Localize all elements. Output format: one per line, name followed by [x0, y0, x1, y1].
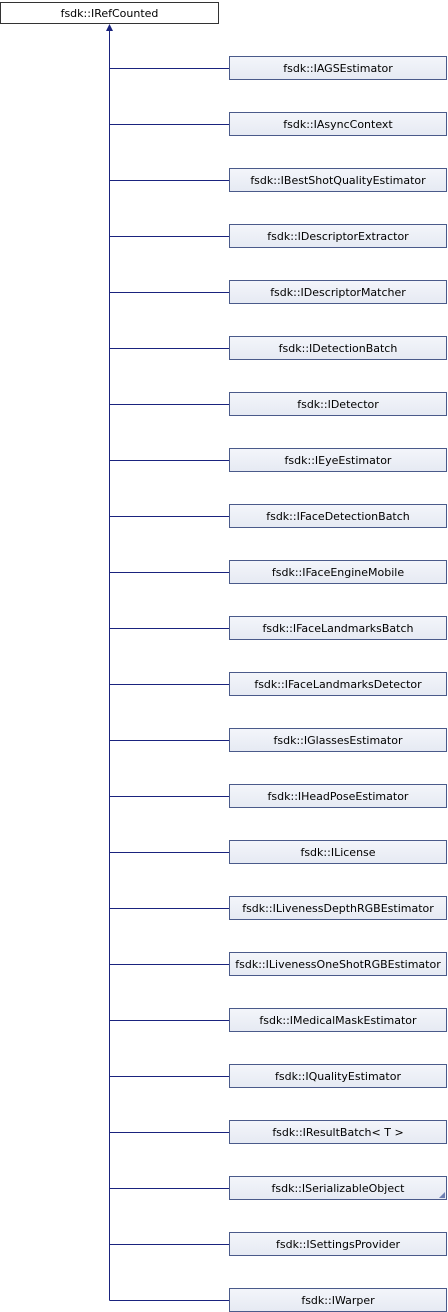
derived-class-label: fsdk::IFaceLandmarksDetector — [254, 677, 422, 691]
derived-class-node[interactable]: fsdk::ISettingsProvider — [229, 1232, 447, 1256]
derived-class-node[interactable]: fsdk::IEyeEstimator — [229, 448, 447, 472]
derived-class-label: fsdk::IAsyncContext — [283, 117, 393, 131]
derived-class-node[interactable]: fsdk::IDetectionBatch — [229, 336, 447, 360]
derived-class-label: fsdk::IDescriptorMatcher — [270, 285, 406, 299]
derived-class-node[interactable]: fsdk::ILivenessOneShotRGBEstimator — [229, 952, 447, 976]
derived-class-label: fsdk::ISettingsProvider — [275, 1237, 401, 1251]
derived-class-label: fsdk::IDetector — [297, 397, 379, 411]
more-derived-indicator-icon — [439, 1192, 445, 1198]
derived-class-label: fsdk::IFaceDetectionBatch — [266, 509, 410, 523]
derived-class-node[interactable]: fsdk::ISerializableObject — [229, 1176, 447, 1200]
derived-class-node[interactable]: fsdk::IDetector — [229, 392, 447, 416]
derived-class-label: fsdk::ILivenessOneShotRGBEstimator — [235, 957, 441, 971]
derived-class-node[interactable]: fsdk::IGlassesEstimator — [229, 728, 447, 752]
inheritance-edges — [109, 30, 229, 1301]
derived-class-node[interactable]: fsdk::IResultBatch< T > — [229, 1120, 447, 1144]
derived-class-label: fsdk::IFaceLandmarksBatch — [262, 621, 414, 635]
derived-class-node[interactable]: fsdk::IDescriptorMatcher — [229, 280, 447, 304]
derived-class-label: fsdk::ISerializableObject — [271, 1181, 405, 1195]
derived-class-node[interactable]: fsdk::IBestShotQualityEstimator — [229, 168, 447, 192]
derived-class-label: fsdk::IAGSEstimator — [283, 61, 393, 75]
derived-class-label: fsdk::ILicense — [300, 845, 376, 859]
derived-class-node[interactable]: fsdk::IDescriptorExtractor — [229, 224, 447, 248]
derived-class-node[interactable]: fsdk::IAGSEstimator — [229, 56, 447, 80]
derived-class-node[interactable]: fsdk::ILicense — [229, 840, 447, 864]
base-class-label: fsdk::IRefCounted — [60, 6, 159, 20]
derived-class-label: fsdk::IQualityEstimator — [275, 1069, 401, 1083]
derived-class-node[interactable]: fsdk::IFaceEngineMobile — [229, 560, 447, 584]
derived-class-label: fsdk::IBestShotQualityEstimator — [250, 173, 426, 187]
derived-class-label: fsdk::IWarper — [301, 1293, 375, 1307]
derived-class-node[interactable]: fsdk::IFaceLandmarksDetector — [229, 672, 447, 696]
derived-class-label: fsdk::IDetectionBatch — [278, 341, 398, 355]
derived-class-label: fsdk::IDescriptorExtractor — [267, 229, 409, 243]
derived-class-label: fsdk::IHeadPoseEstimator — [267, 789, 409, 803]
derived-class-node[interactable]: fsdk::IMedicalMaskEstimator — [229, 1008, 447, 1032]
derived-class-node[interactable]: fsdk::ILivenessDepthRGBEstimator — [229, 896, 447, 920]
base-class-node[interactable]: fsdk::IRefCounted — [0, 2, 219, 24]
derived-class-node[interactable]: fsdk::IWarper — [229, 1288, 447, 1312]
derived-class-label: fsdk::IGlassesEstimator — [273, 733, 403, 747]
derived-class-label: fsdk::IFaceEngineMobile — [271, 565, 405, 579]
derived-class-label: fsdk::IEyeEstimator — [284, 453, 392, 467]
inheritance-arrowhead — [106, 24, 113, 31]
derived-class-node[interactable]: fsdk::IFaceDetectionBatch — [229, 504, 447, 528]
derived-class-label: fsdk::IMedicalMaskEstimator — [259, 1013, 417, 1027]
derived-class-label: fsdk::IResultBatch< T > — [272, 1125, 404, 1139]
derived-class-label: fsdk::ILivenessDepthRGBEstimator — [242, 901, 434, 915]
derived-class-node[interactable]: fsdk::IQualityEstimator — [229, 1064, 447, 1088]
derived-class-node[interactable]: fsdk::IHeadPoseEstimator — [229, 784, 447, 808]
derived-class-node[interactable]: fsdk::IAsyncContext — [229, 112, 447, 136]
derived-class-node[interactable]: fsdk::IFaceLandmarksBatch — [229, 616, 447, 640]
